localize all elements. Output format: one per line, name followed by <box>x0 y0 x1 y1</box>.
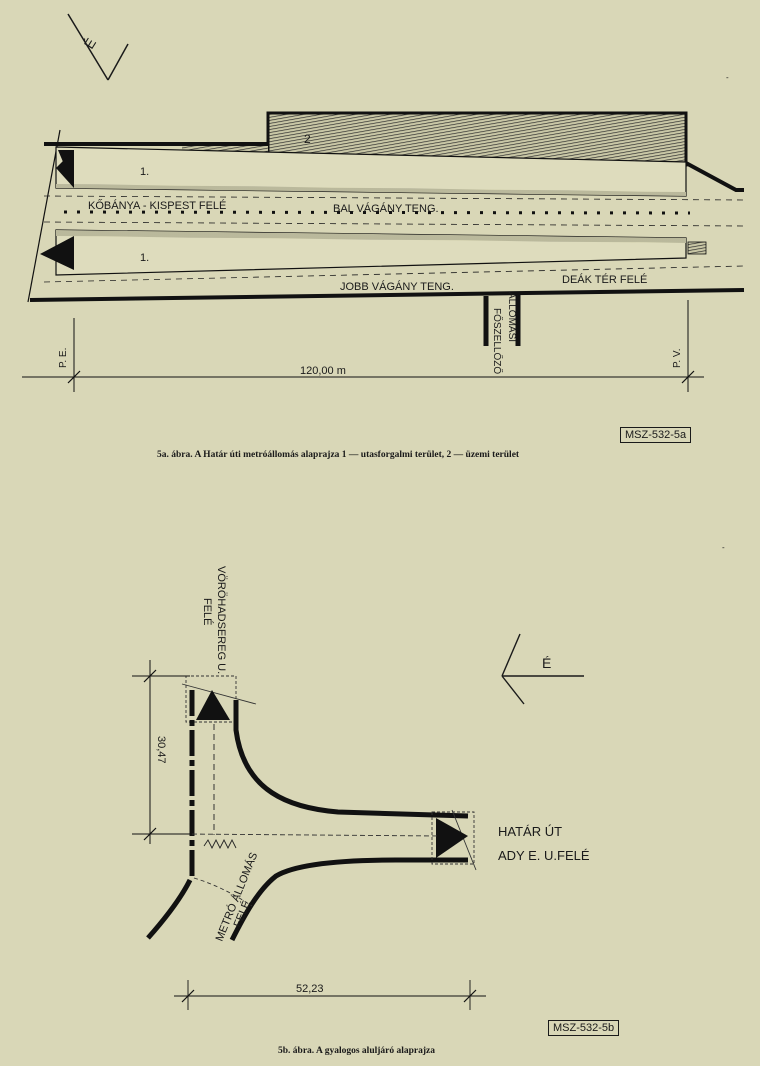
track-center-dots <box>63 210 691 215</box>
south-curved-wall <box>229 857 468 942</box>
stair-zigzag <box>203 838 237 850</box>
deak-ter-label: DEÁK TÉR FELÉ <box>562 273 647 286</box>
entrance-arrow-lower <box>40 236 74 270</box>
horizontal-dim-label: 52,23 <box>296 983 324 995</box>
east-entrance-cut <box>451 809 477 871</box>
pv-label: P. V. <box>672 349 683 368</box>
foszellozo-label: FŐSZELLŐZŐ <box>491 308 505 374</box>
north-curved-wall <box>233 700 469 819</box>
sheet-mark: - <box>726 73 729 82</box>
vertical-dim-label: 30,47 <box>155 736 167 764</box>
lower-platform-edge <box>56 230 686 243</box>
figure-5a: É 2 1. KŐBÁNYA - KISPEST FELÉ BAL VÁGÁNY… <box>22 13 745 392</box>
ventilation-shaft <box>483 294 521 346</box>
pe-label: P. E. <box>58 348 69 368</box>
caption-5a: 5a. ábra. A Határ úti metróállomás alapr… <box>157 450 520 460</box>
jobb-vagany-label: JOBB VÁGÁNY TENG. <box>340 280 454 293</box>
track-line-3 <box>43 265 745 283</box>
horizontal-dim-tick-left <box>181 989 195 1003</box>
west-boundary <box>27 129 61 303</box>
bal-vagany-label: BAL VÁGÁNY TENG. <box>333 202 439 215</box>
north-label-a: É <box>81 35 100 51</box>
south-wall <box>29 288 745 302</box>
dim-tick-left <box>67 370 81 384</box>
figure-5b: É VÖRÖHADSEREG U. FELÉ HATÁR ÚT ADY E. U… <box>132 543 725 1010</box>
track-line-2 <box>43 221 745 227</box>
sheet-mark-b: - <box>722 543 725 552</box>
vertical-dim-tick-top <box>143 669 157 683</box>
east-wall-angle <box>685 161 744 192</box>
hatar-ut-label: HATÁR ÚT <box>498 824 562 839</box>
track-line-1 <box>43 195 745 201</box>
vorohadsereg-label: VÖRÖHADSEREG U. <box>215 566 227 674</box>
caption-5b: 5b. ábra. A gyalogos aluljáró alaprajza <box>278 1046 436 1056</box>
ady-label: ADY E. U.FELÉ <box>498 848 590 863</box>
kobanya-label: KŐBÁNYA - KISPEST FELÉ <box>88 198 226 212</box>
lower-platform-end-hatch <box>687 241 707 255</box>
metro-passage-dash <box>193 877 253 907</box>
horizontal-dim-tick-right <box>463 989 477 1003</box>
north-arrow-a <box>67 13 129 81</box>
zone-1-lower-label: 1. <box>140 252 149 264</box>
upper-platform-edge <box>56 184 686 196</box>
dimension-label-a: 120,00 m <box>300 365 346 377</box>
stamp-5b: MSZ-532-5b <box>548 1020 620 1036</box>
fele-top-label: FELÉ <box>201 598 214 626</box>
entrance-arrow-east <box>436 818 468 858</box>
zone-1-upper-label: 1. <box>140 166 149 178</box>
north-arrow-b <box>501 633 584 705</box>
north-label-b: É <box>542 655 551 671</box>
entrance-arrow-top <box>196 690 230 720</box>
top-entrance-cut <box>181 683 257 705</box>
vertical-dim-tick-bottom <box>143 827 157 841</box>
stamp-5a: MSZ-532-5a <box>620 427 692 443</box>
corridor-dash-line <box>183 833 441 837</box>
west-lower-wall <box>146 878 193 940</box>
entrance-arrow-upper-shape <box>56 150 74 188</box>
dim-tick-right <box>681 370 695 384</box>
allomasi-label: ÁLLOMÁSI <box>506 292 519 342</box>
zone-2-label: 2 <box>304 132 311 146</box>
